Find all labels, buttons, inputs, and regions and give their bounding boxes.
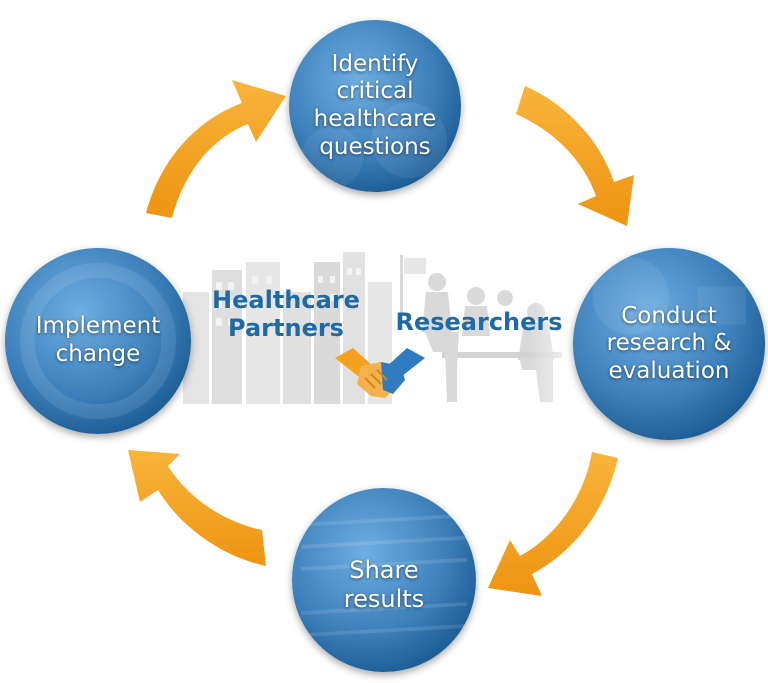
- arrow-bottom-to-left: [128, 450, 266, 566]
- step-identify-questions: Identify critical healthcare questions: [289, 20, 461, 192]
- arrow-top-to-right: [516, 86, 634, 226]
- healthcare-partners-label: Healthcare Partners: [212, 286, 360, 342]
- step-share-results: Share results: [292, 488, 476, 672]
- arrow-right-to-bottom: [488, 452, 618, 596]
- step-background: [573, 248, 765, 440]
- step-implement-change: Implement change: [5, 248, 191, 434]
- step-label: Identify critical healthcare questions: [313, 50, 437, 160]
- step-background: [289, 20, 461, 192]
- step-background: [5, 248, 191, 434]
- step-label: Share results: [343, 556, 425, 613]
- researchers-label: Researchers: [395, 308, 563, 336]
- step-conduct-research: Conduct research & evaluation: [573, 248, 765, 440]
- handshake-icon: [335, 348, 425, 398]
- step-label: Implement change: [35, 313, 161, 367]
- step-background: [292, 488, 476, 672]
- arrow-left-to-top: [146, 80, 286, 218]
- step-label: Conduct research & evaluation: [606, 302, 732, 384]
